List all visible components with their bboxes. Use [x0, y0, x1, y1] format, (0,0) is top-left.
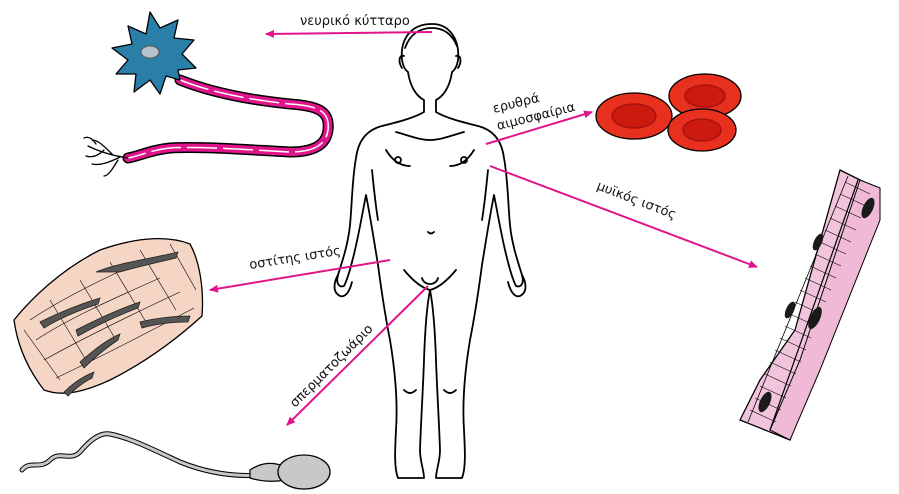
bone-tissue-icon	[14, 239, 203, 396]
human-body-icon	[335, 24, 526, 478]
arrow-sperm-cell	[287, 286, 428, 425]
neuron-icon	[84, 12, 328, 176]
red-blood-cells-icon	[596, 74, 741, 151]
sperm-cell-icon	[22, 434, 330, 489]
label-nerve-cell: νευρικό κύτταρο	[300, 14, 410, 29]
label-muscle-tissue: μυϊκός ιστός	[595, 179, 678, 223]
arrow-muscle-tissue	[490, 166, 757, 267]
label-sperm-cell: σπερματοζωάριο	[287, 322, 376, 411]
muscle-fiber-icon	[740, 170, 880, 440]
arrow-nerve-cell	[266, 32, 432, 34]
label-bone-tissue: οστίτης ιστός	[248, 244, 342, 273]
